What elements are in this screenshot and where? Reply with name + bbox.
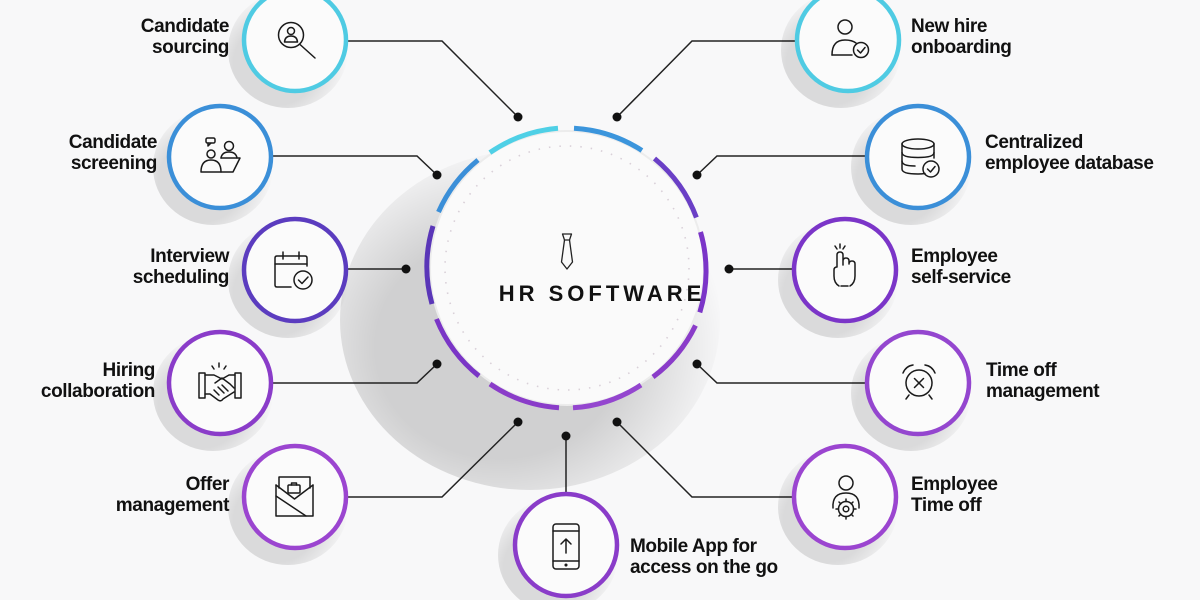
node-time-off-management[interactable]	[851, 329, 972, 451]
connector-candidate-screening	[272, 155, 438, 176]
connector-new-hire-onboarding	[616, 40, 796, 118]
calendar-check-icon	[274, 251, 313, 290]
label-candidate-screening: Candidate screening	[68, 132, 158, 174]
node-new-hire-onboarding[interactable]	[781, 0, 902, 108]
node-interview-scheduling[interactable]	[228, 216, 349, 338]
label-employee-time-off: Employee Time off	[911, 474, 998, 516]
connector-offer-management	[347, 421, 519, 498]
label-new-hire-onboarding: New hire onboarding	[911, 16, 1012, 58]
interview-people-icon	[200, 137, 241, 173]
node-hiring-collaboration[interactable]	[153, 329, 274, 451]
necktie-icon	[560, 233, 574, 270]
label-centralized-database: Centralized employee database	[985, 132, 1154, 174]
label-interview-scheduling: Interview scheduling	[132, 246, 230, 288]
label-employee-self-service: Employee self-service	[911, 246, 1011, 288]
node-mobile-app[interactable]	[498, 491, 620, 600]
hand-pointer-icon	[833, 243, 856, 287]
handshake-icon	[198, 362, 242, 402]
database-check-icon	[901, 138, 940, 178]
connector-lines	[272, 40, 866, 498]
node-employee-self-service[interactable]	[778, 216, 899, 338]
mobile-upload-icon	[552, 523, 580, 570]
hub-title: HR SOFTWARE	[498, 281, 706, 306]
user-gear-icon	[832, 475, 860, 520]
person-search-icon	[277, 21, 316, 59]
label-hiring-collaboration: Hiring collaboration	[40, 360, 155, 402]
label-time-off-management: Time off management	[986, 360, 1100, 402]
user-check-icon	[831, 19, 870, 59]
hub-dotted-ring	[444, 145, 690, 391]
label-offer-management: Offer management	[115, 474, 230, 516]
label-mobile-app: Mobile App for access on the go	[630, 536, 778, 578]
node-candidate-sourcing[interactable]	[228, 0, 349, 108]
feature-nodes	[153, 0, 972, 600]
envelope-briefcase-icon	[275, 476, 314, 517]
node-candidate-screening[interactable]	[153, 103, 274, 225]
hub	[424, 125, 709, 411]
hub-ring-segments	[424, 125, 709, 411]
connector-time-off-management	[696, 363, 866, 384]
node-employee-time-off[interactable]	[778, 443, 899, 565]
connector-centralized-database	[696, 155, 866, 176]
connector-candidate-sourcing	[347, 40, 519, 118]
connector-employee-time-off	[616, 421, 793, 498]
node-centralized-database[interactable]	[851, 103, 972, 225]
connector-hiring-collaboration	[272, 363, 438, 384]
node-offer-management[interactable]	[228, 443, 349, 565]
label-candidate-sourcing: Candidate sourcing	[140, 16, 230, 58]
connector-dots	[401, 112, 734, 441]
alarm-clock-x-icon	[902, 364, 936, 400]
